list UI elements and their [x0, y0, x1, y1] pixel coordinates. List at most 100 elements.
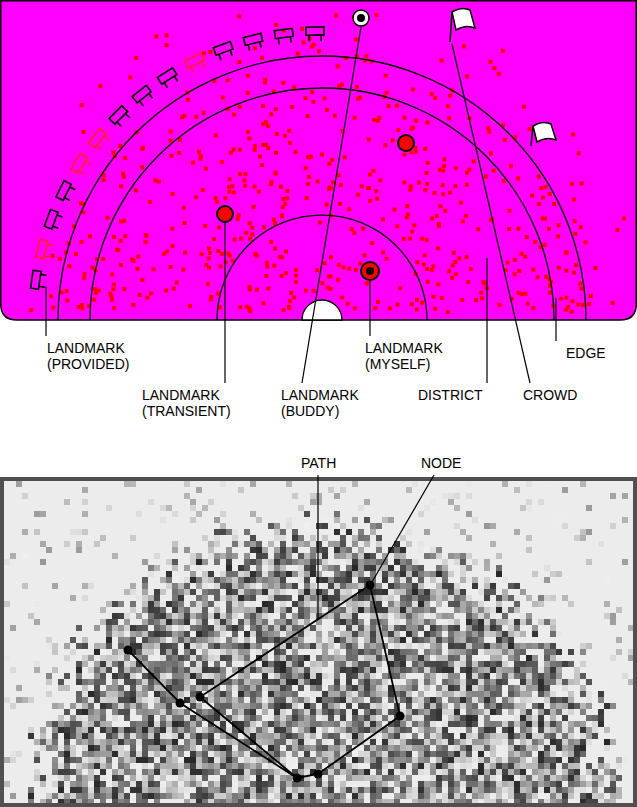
texture-cell	[202, 661, 208, 667]
texture-cell	[604, 613, 610, 619]
crowd-dot	[376, 300, 380, 304]
texture-cell	[340, 487, 346, 493]
texture-cell	[244, 553, 250, 559]
crowd-dot	[209, 295, 213, 299]
texture-cell	[82, 655, 88, 661]
texture-cell	[460, 595, 466, 601]
texture-cell	[292, 595, 298, 601]
texture-cell	[238, 595, 244, 601]
texture-cell	[154, 625, 160, 631]
texture-cell	[100, 661, 106, 667]
chair-seat	[109, 106, 127, 124]
crowd-dot	[242, 178, 246, 182]
texture-cell	[214, 607, 220, 613]
crowd-dot	[480, 296, 484, 300]
texture-cell	[370, 529, 376, 535]
texture-cell	[82, 511, 88, 517]
crowd-dot	[123, 234, 127, 238]
texture-cell	[52, 649, 58, 655]
texture-cell	[550, 631, 556, 637]
crowd-dot	[548, 291, 552, 295]
texture-cell	[604, 577, 610, 583]
crowd-dot	[573, 219, 577, 223]
texture-cell	[466, 553, 472, 559]
crowd-dot	[131, 303, 135, 307]
crowd-dot	[329, 186, 333, 190]
texture-cell	[226, 577, 232, 583]
crowd-dot	[123, 156, 127, 160]
texture-cell	[208, 571, 214, 577]
texture-cell	[388, 625, 394, 631]
texture-cell	[190, 553, 196, 559]
texture-cell	[196, 613, 202, 619]
texture-cell	[472, 661, 478, 667]
texture-cell	[340, 607, 346, 613]
texture-cell	[514, 661, 520, 667]
crowd-dot	[378, 178, 382, 182]
texture-cell	[34, 619, 40, 625]
texture-cell	[478, 643, 484, 649]
texture-cell	[196, 601, 202, 607]
crowd-dot	[460, 298, 464, 302]
texture-cell	[94, 643, 100, 649]
texture-cell	[304, 559, 310, 565]
texture-cell	[394, 553, 400, 559]
crowd-dot	[294, 268, 298, 272]
texture-cell	[346, 589, 352, 595]
texture-cell	[154, 553, 160, 559]
middle-arc	[90, 88, 554, 320]
crowd-dot	[368, 172, 372, 176]
crowd-dot	[548, 192, 552, 196]
texture-cell	[292, 583, 298, 589]
flag-icon	[531, 122, 556, 146]
texture-cell	[382, 613, 388, 619]
texture-cell	[514, 625, 520, 631]
texture-cell	[484, 577, 490, 583]
crowd-dot	[132, 259, 136, 263]
texture-cell	[310, 565, 316, 571]
texture-cell	[232, 589, 238, 595]
crowd-dot	[65, 298, 69, 302]
crowd-dot	[169, 139, 173, 143]
texture-cell	[424, 553, 430, 559]
texture-cell	[268, 523, 274, 529]
texture-cell	[358, 505, 364, 511]
texture-cell	[196, 661, 202, 667]
texture-cell	[400, 625, 406, 631]
chair-seat	[185, 53, 205, 68]
texture-cell	[424, 607, 430, 613]
texture-cell	[418, 577, 424, 583]
texture-cell	[166, 601, 172, 607]
crowd-dot	[517, 291, 521, 295]
texture-cell	[352, 643, 358, 649]
texture-cell	[292, 649, 298, 655]
crowd-dot	[227, 190, 231, 194]
texture-cell	[502, 577, 508, 583]
texture-cell	[172, 577, 178, 583]
texture-cell	[358, 631, 364, 637]
chair-icon	[132, 85, 155, 107]
crowd-dot	[337, 263, 341, 267]
texture-cell	[118, 637, 124, 643]
flag-icon	[450, 8, 475, 42]
texture-cell	[280, 631, 286, 637]
texture-cell	[472, 631, 478, 637]
texture-cell	[226, 565, 232, 571]
texture-cell	[268, 655, 274, 661]
crowd-dot	[430, 268, 434, 272]
crowd-dot	[450, 276, 454, 280]
texture-cell	[508, 619, 514, 625]
texture-cell	[562, 661, 568, 667]
texture-cell	[484, 601, 490, 607]
crowd-dot	[543, 243, 547, 247]
texture-cell	[436, 655, 442, 661]
texture-cell	[220, 577, 226, 583]
crowd-dot	[165, 249, 169, 253]
texture-cell	[226, 547, 232, 553]
texture-cell	[406, 541, 412, 547]
texture-cell	[244, 583, 250, 589]
texture-cell	[76, 661, 82, 667]
texture-cell	[424, 649, 430, 655]
texture-cell	[586, 529, 592, 535]
texture-cell	[376, 601, 382, 607]
